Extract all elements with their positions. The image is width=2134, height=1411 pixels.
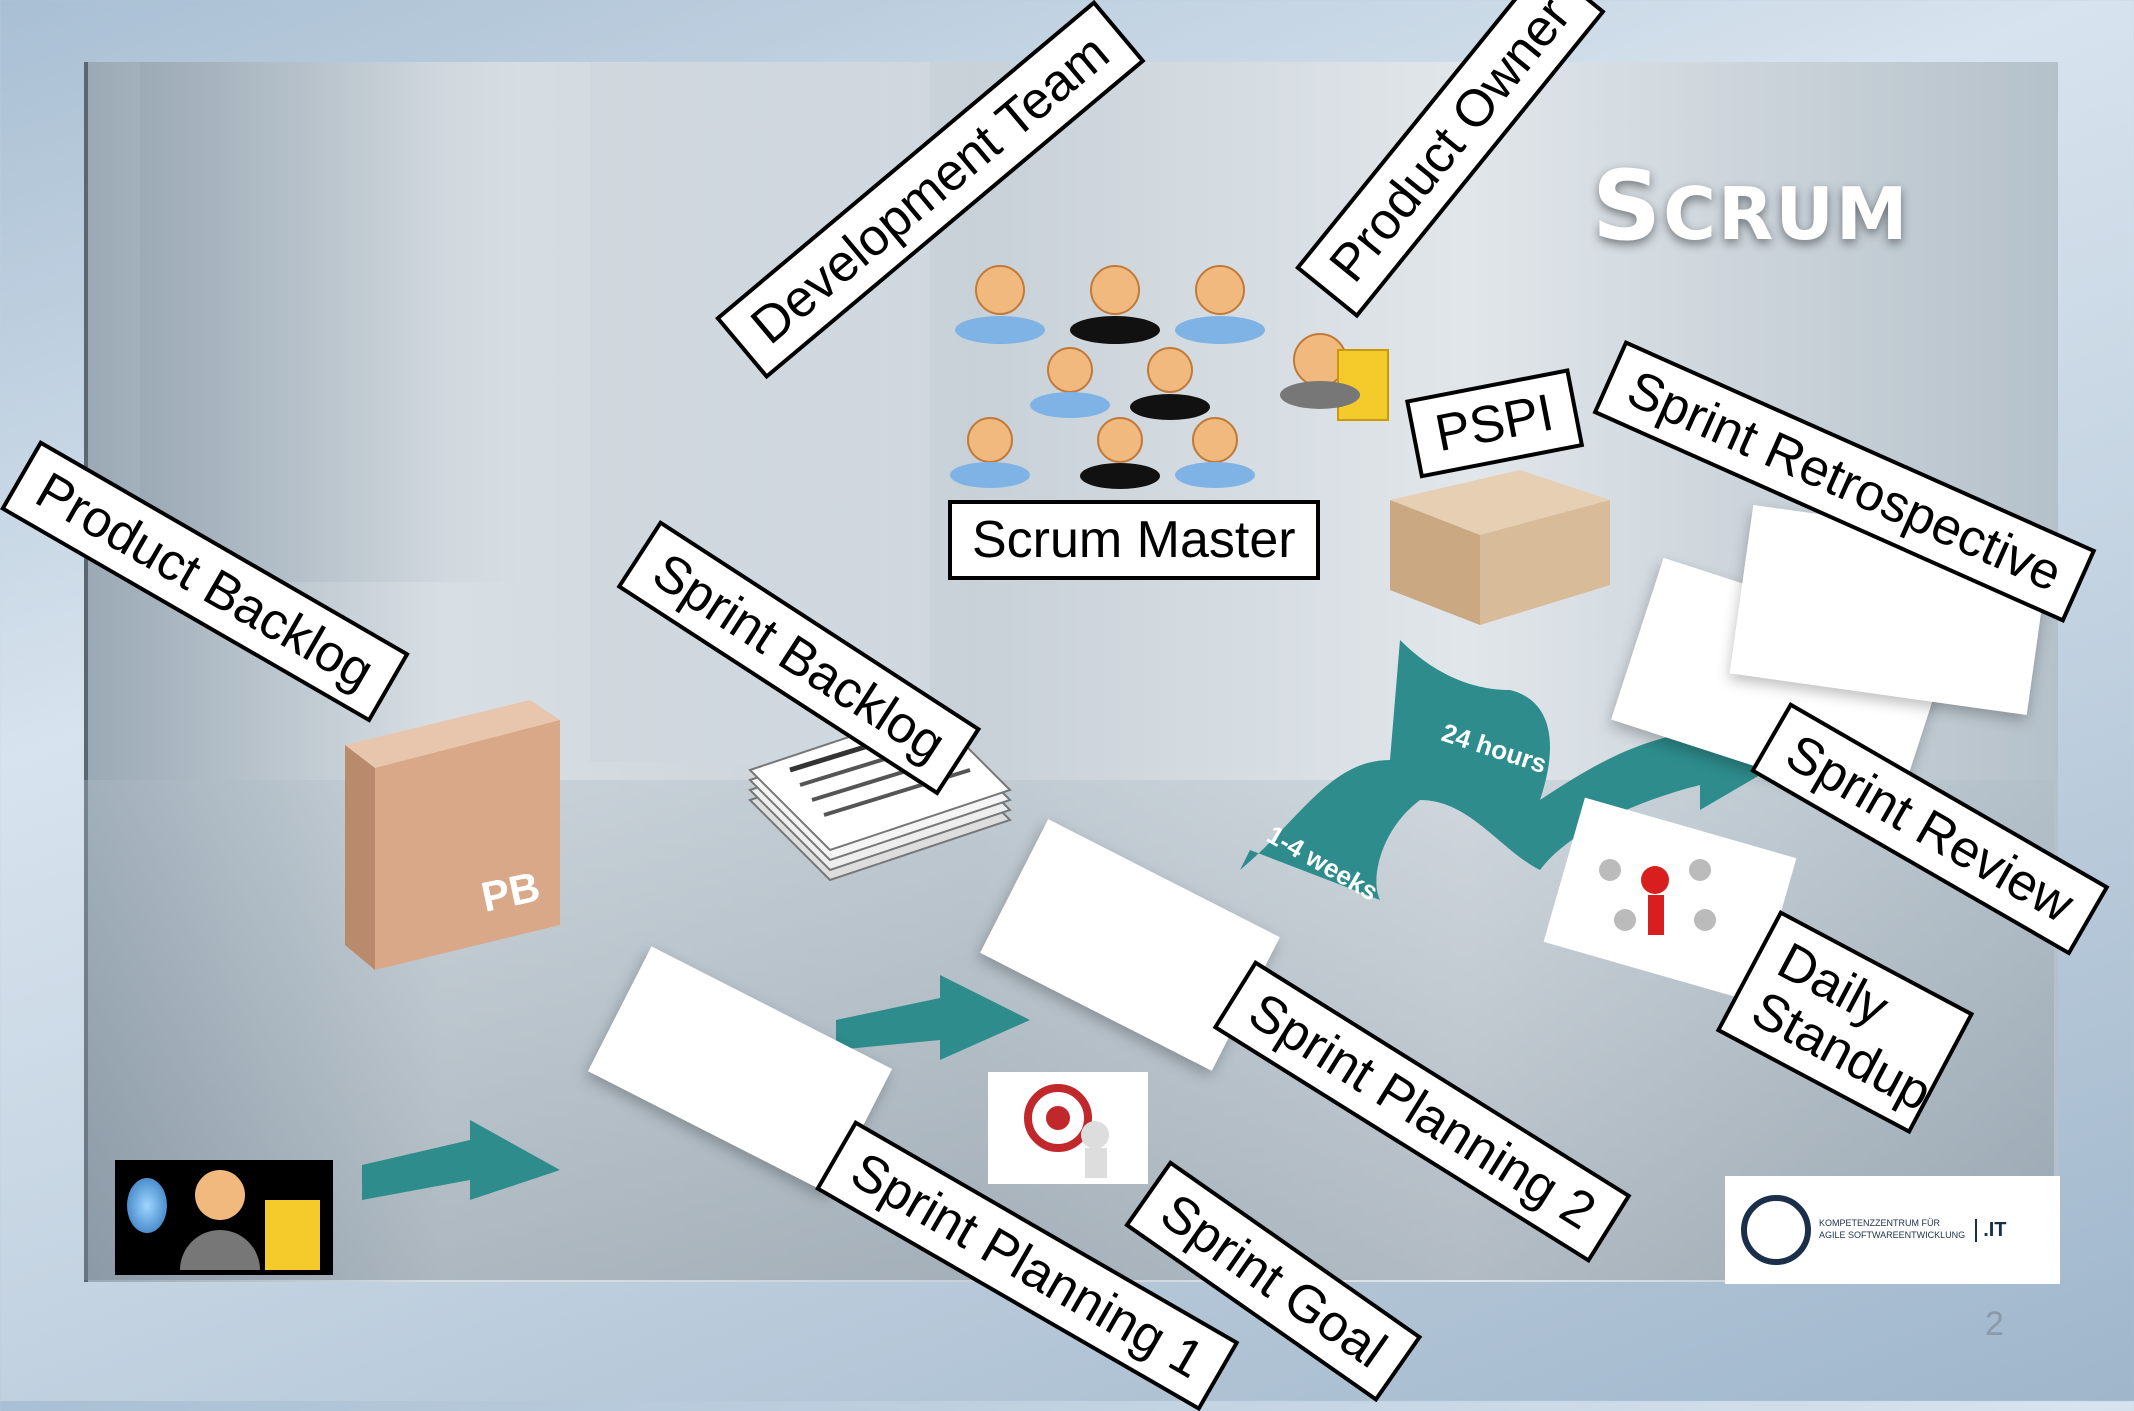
product-owner-idea-icon: [115, 1160, 333, 1275]
person-icon: [195, 1170, 245, 1220]
box-left: [1390, 500, 1480, 625]
label-scrum-master: Scrum Master: [948, 500, 1320, 580]
box-right: [1480, 500, 1610, 625]
arrow-1: [362, 1120, 560, 1200]
wall-column-left: [140, 62, 520, 582]
team-avatars: [950, 265, 1389, 489]
lightbulb-icon: [127, 1178, 167, 1233]
yellow-box-icon: [265, 1200, 320, 1270]
book-top: [345, 700, 560, 768]
book-front: [375, 720, 560, 970]
logo-mark: [1741, 1195, 1811, 1265]
daily-standup-image: [1543, 797, 1797, 1003]
box-top: [1390, 470, 1610, 535]
arrow-2: [836, 975, 1030, 1060]
book-spine: [345, 745, 375, 970]
logo-text: KOMPETENZZENTRUM FÜR AGILE SOFTWAREENTWI…: [1819, 1218, 1966, 1240]
page-number: 2: [1985, 1305, 2004, 1343]
logo: KOMPETENZZENTRUM FÜR AGILE SOFTWAREENTWI…: [1725, 1176, 2060, 1284]
slide-title: SCRUM: [1592, 150, 1910, 262]
logo-suffix: .IT: [1975, 1218, 2007, 1242]
timeline-ribbon: [1240, 640, 1820, 900]
person-body: [180, 1230, 260, 1270]
